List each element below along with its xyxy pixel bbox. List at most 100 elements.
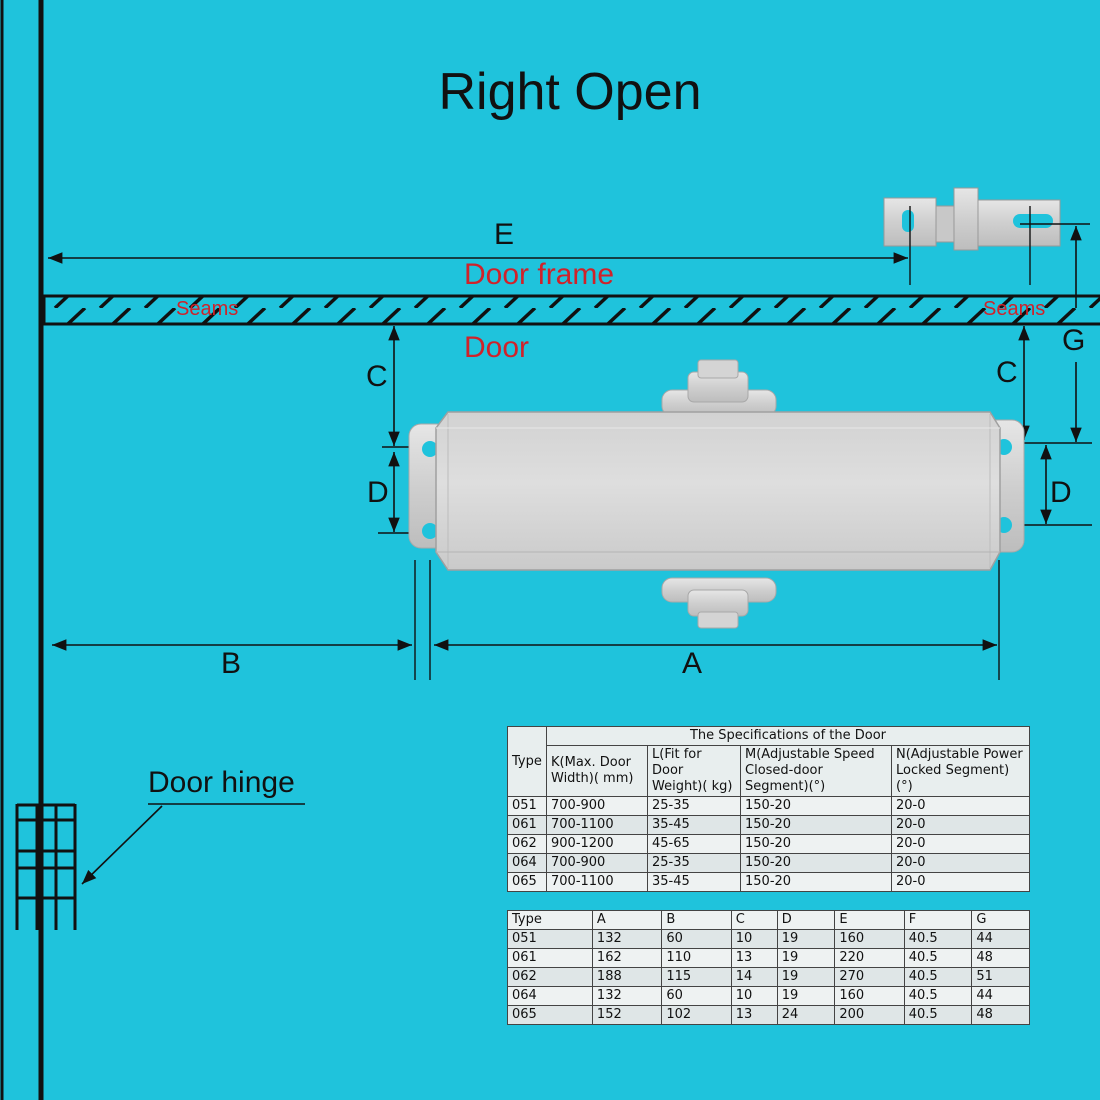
dimension-header-cell: F: [903, 910, 973, 930]
table-cell: 51: [971, 967, 1030, 987]
dimension-header-cell: E: [834, 910, 905, 930]
label-door-frame: Door frame: [464, 258, 615, 291]
table-cell: 150-20: [740, 796, 892, 816]
table-cell: 19: [776, 967, 836, 987]
table-cell: 065: [507, 1005, 593, 1025]
dimension-header-cell: A: [591, 910, 663, 930]
table-cell: 40.5: [903, 986, 973, 1006]
table-cell: 700-900: [546, 853, 648, 873]
table-cell: 160: [834, 986, 905, 1006]
label-seams-right: Seams: [983, 298, 1046, 320]
table-cell: 700-1100: [546, 815, 648, 835]
label-door: Door: [464, 331, 530, 364]
table-cell: 24: [776, 1005, 836, 1025]
door-frame-bar: [42, 294, 1100, 326]
table-cell: 40.5: [903, 948, 973, 968]
table-cell: 064: [507, 986, 593, 1006]
table-cell: 45-65: [647, 834, 741, 854]
dimension-header-cell: Type: [507, 910, 593, 930]
spec-group-header: The Specifications of the Door: [546, 726, 1030, 746]
table-cell: 10: [730, 986, 778, 1006]
label-c-left: C: [366, 360, 388, 393]
label-seams-left: Seams: [176, 298, 239, 320]
table-cell: 25-35: [647, 853, 741, 873]
table-cell: 60: [661, 986, 732, 1006]
label-d-left: D: [367, 476, 389, 509]
table-cell: 40.5: [903, 967, 973, 987]
table-cell: 200: [834, 1005, 905, 1025]
door-specification-table: Type The Specifications of the Door K(Ma…: [507, 726, 1030, 892]
label-door-hinge: Door hinge: [148, 766, 295, 799]
table-cell: 44: [971, 986, 1030, 1006]
table-cell: 188: [591, 967, 663, 987]
table-cell: 160: [834, 929, 905, 949]
table-cell: 35-45: [647, 815, 741, 835]
table-cell: 270: [834, 967, 905, 987]
table-cell: 40.5: [903, 929, 973, 949]
table-cell: 062: [507, 967, 593, 987]
table-cell: 132: [591, 986, 663, 1006]
table-cell: 220: [834, 948, 905, 968]
table-cell: 162: [591, 948, 663, 968]
door-hinge-drawing: [15, 803, 77, 930]
table-cell: 20-0: [891, 815, 1030, 835]
label-a: A: [682, 647, 703, 680]
diagram-title: Right Open: [438, 63, 702, 121]
table-cell: 35-45: [647, 872, 741, 892]
table-cell: 13: [730, 1005, 778, 1025]
table-cell: 150-20: [740, 853, 892, 873]
arm-bracket: [883, 187, 1061, 251]
table-cell: 19: [776, 986, 836, 1006]
table-cell: 25-35: [647, 796, 741, 816]
table-cell: 150-20: [740, 815, 892, 835]
table-cell: 062: [507, 834, 547, 854]
table-cell: 20-0: [891, 796, 1030, 816]
table-cell: 152: [591, 1005, 663, 1025]
spec-header-n: N(Adjustable Power Locked Segment)(°): [891, 745, 1030, 797]
table-cell: 132: [591, 929, 663, 949]
table-cell: 19: [776, 948, 836, 968]
table-cell: 061: [507, 815, 547, 835]
dimension-header-cell: G: [971, 910, 1030, 930]
table-cell: 10: [730, 929, 778, 949]
table-cell: 19: [776, 929, 836, 949]
wall-lines: [0, 0, 44, 1100]
table-cell: 44: [971, 929, 1030, 949]
table-cell: 061: [507, 948, 593, 968]
table-cell: 150-20: [740, 834, 892, 854]
label-g: G: [1062, 324, 1086, 357]
table-cell: 13: [730, 948, 778, 968]
table-cell: 20-0: [891, 872, 1030, 892]
table-cell: 115: [661, 967, 732, 987]
door-closer-body: [408, 359, 1025, 629]
table-cell: 48: [971, 948, 1030, 968]
table-cell: 064: [507, 853, 547, 873]
table-cell: 40.5: [903, 1005, 973, 1025]
spec-header-k: K(Max. Door Width)( mm): [546, 745, 648, 797]
dimension-header-cell: D: [776, 910, 836, 930]
table-cell: 60: [661, 929, 732, 949]
table-cell: 051: [507, 796, 547, 816]
table-cell: 14: [730, 967, 778, 987]
hinge-pointer-arrow: [81, 805, 163, 885]
table-cell: 900-1200: [546, 834, 648, 854]
table-cell: 20-0: [891, 853, 1030, 873]
table-cell: 700-900: [546, 796, 648, 816]
dimension-header-cell: B: [661, 910, 732, 930]
spec-header-l: L(Fit for Door Weight)( kg): [647, 745, 741, 797]
